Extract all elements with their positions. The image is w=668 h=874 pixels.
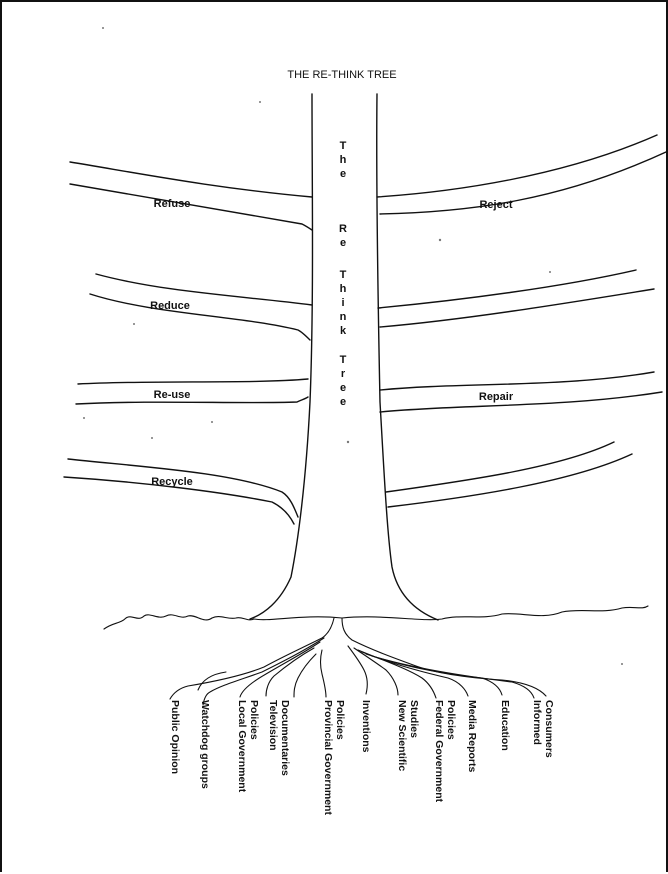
branch-reject: Reject <box>377 135 666 214</box>
branch-recycle-right <box>386 442 632 507</box>
branch-label-reduce: Reduce <box>150 300 190 312</box>
branch-reduce: Reduce <box>90 274 312 340</box>
root-label: InformedConsumers <box>531 700 555 758</box>
branch-label-recycle: Recycle <box>151 476 193 488</box>
branch-label-reject: Reject <box>479 199 512 211</box>
scan-specks <box>83 27 623 665</box>
root-label: Watchdog groups <box>199 700 211 789</box>
root-system <box>170 618 546 705</box>
branch-reduce-right <box>378 270 654 327</box>
root-label: TelevisionDocumentaries <box>267 700 291 776</box>
root-label: Media Reports <box>466 700 478 773</box>
root-label: Federal GovernmentPolicies <box>433 700 457 803</box>
branch-label-re-use: Re-use <box>154 389 191 401</box>
root-label: Provincial GovernmentPolicies <box>322 700 346 815</box>
root-label: Inventions <box>360 700 372 753</box>
ground-line <box>104 606 648 629</box>
root-label: New ScientificStudies <box>396 700 420 771</box>
branch-label-repair: Repair <box>479 391 514 403</box>
branch-recycle: Recycle <box>64 459 298 524</box>
root-labels: Public Opinion Watchdog groups Local Gover… <box>169 700 555 815</box>
branch-label-refuse: Refuse <box>154 198 191 210</box>
root-label: Education <box>499 700 511 751</box>
diagram-title: THE RE-THINK TREE <box>287 69 396 81</box>
branch-re-use: Re-use <box>76 379 308 404</box>
root-label: Public Opinion <box>169 700 181 774</box>
root-label: Local GovernmentPolicies <box>236 700 260 793</box>
branch-repair: Repair <box>380 372 662 412</box>
branch-refuse: Refuse <box>70 162 312 230</box>
